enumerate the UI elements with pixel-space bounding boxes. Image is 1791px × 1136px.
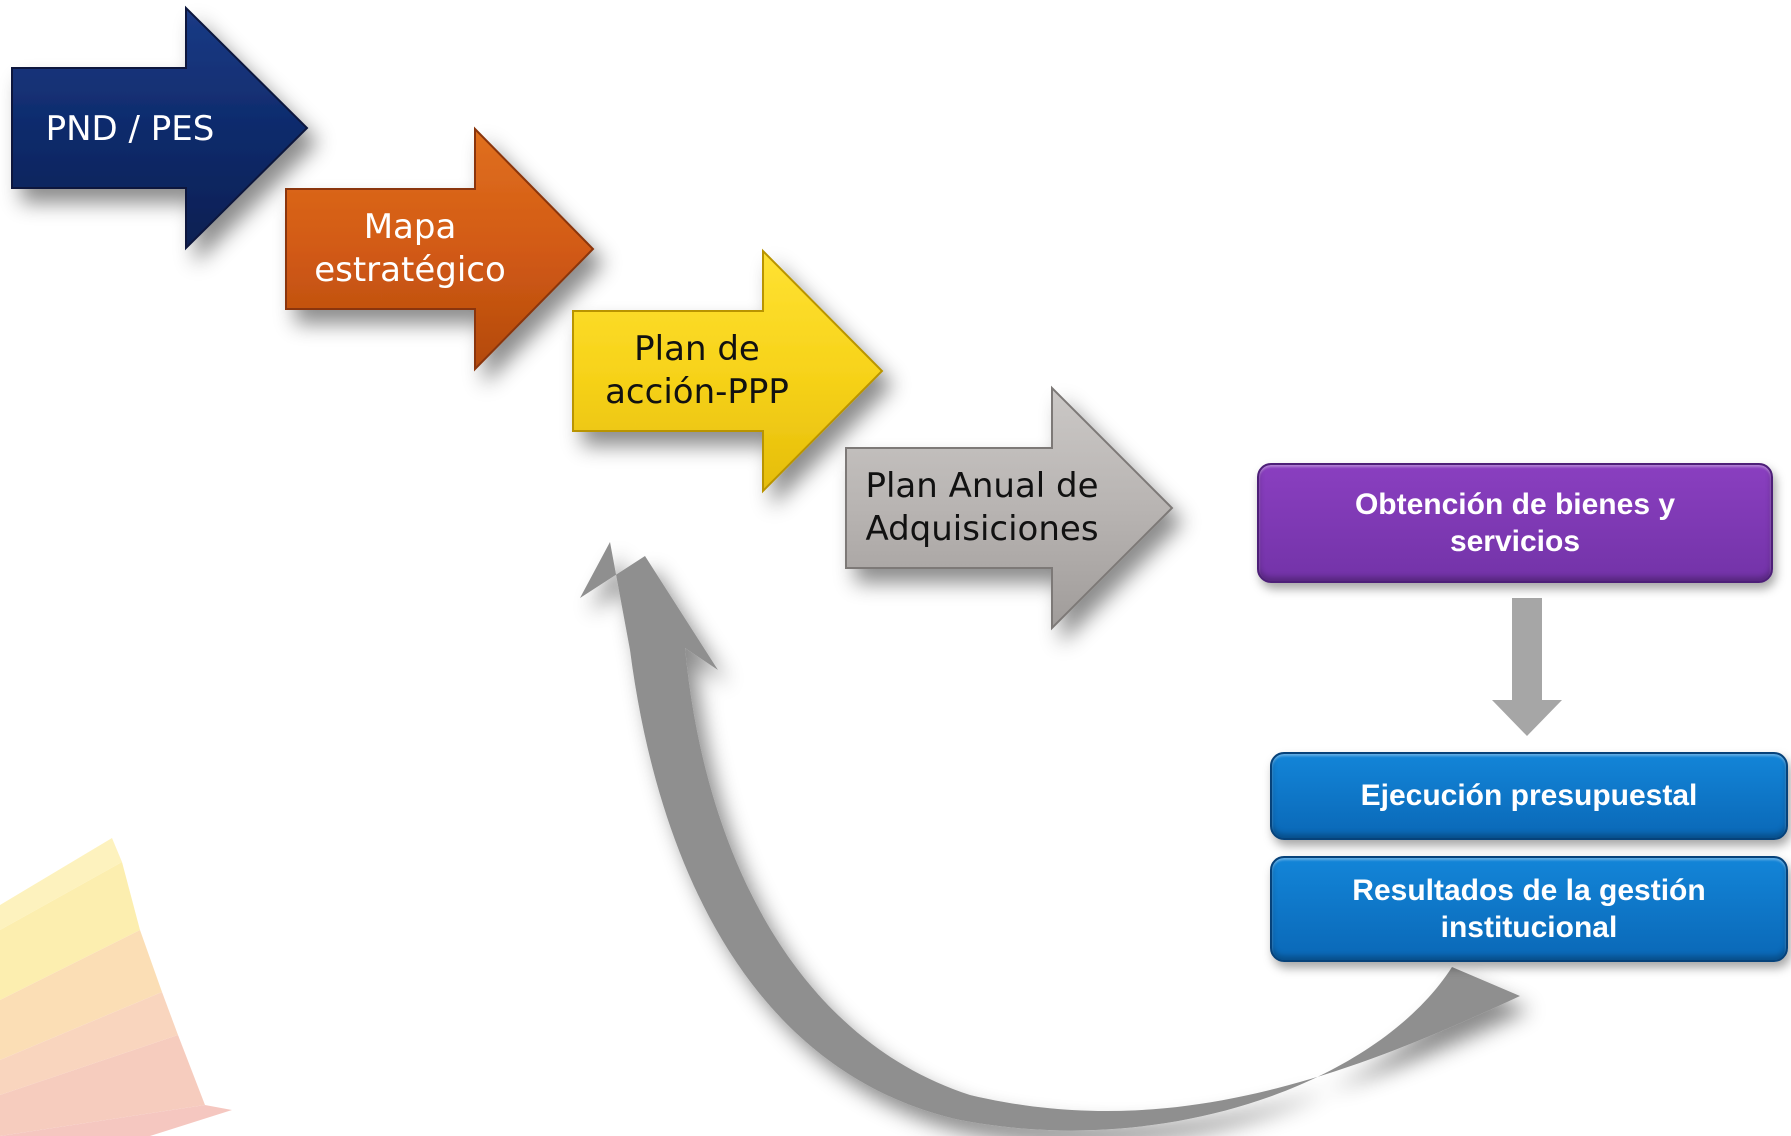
down-arrow	[1492, 598, 1562, 736]
box-resultados-gestion: Resultados de la gestión institucional	[1270, 856, 1788, 962]
mapa-line1: Mapa	[363, 207, 457, 247]
arrow-label-plan-anual: Plan Anual de Adquisiciones	[852, 465, 1112, 550]
plan-accion-line1: Plan de	[634, 329, 760, 369]
arrow-label-plan-accion: Plan de acción-PPP	[587, 328, 807, 413]
resultados-line1: Resultados de la gestión	[1352, 873, 1706, 907]
plan-anual-line2: Adquisiciones	[865, 508, 1099, 549]
arrow-plan-de-accion	[572, 248, 884, 494]
box-obtencion-bienes: Obtención de bienes y servicios	[1257, 463, 1773, 583]
pnd-pes-text: PND / PES	[45, 109, 215, 149]
mapa-line2: estratégico	[314, 249, 506, 290]
box-ejecucion-presupuestal: Ejecución presupuestal	[1270, 752, 1788, 840]
plan-accion-line2: acción-PPP	[605, 371, 789, 412]
resultados-line2: institucional	[1440, 911, 1618, 944]
arrow-label-mapa: Mapa estratégico	[300, 206, 520, 291]
arrow-label-pnd-pes: PND / PES	[20, 108, 240, 151]
arrow-pnd-pes	[11, 5, 309, 251]
obtencion-line1: Obtención de bienes y	[1354, 487, 1676, 521]
plan-anual-line1: Plan Anual de	[865, 466, 1099, 506]
obtencion-line2: servicios	[1449, 525, 1581, 558]
decorative-fan	[0, 838, 232, 1136]
arrow-plan-anual	[845, 385, 1174, 631]
arrow-mapa-estrategico	[285, 126, 595, 372]
ejecucion-text: Ejecución presupuestal	[1360, 779, 1698, 813]
